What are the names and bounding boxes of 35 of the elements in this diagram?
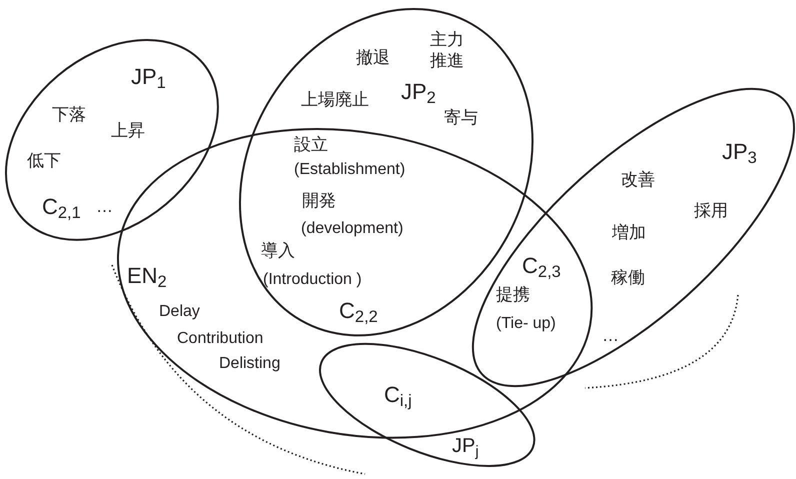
term-text: (Introduction ) — [263, 270, 362, 290]
term-text: C$_{2,2}$ — [339, 297, 378, 324]
term-text: (Establishment) — [294, 160, 406, 180]
set-ellipse — [318, 343, 536, 467]
term-text: 採用 — [694, 200, 728, 222]
term-text: Delay — [158, 302, 200, 322]
term-text: 低下 — [26, 150, 61, 172]
set-ellipse — [5, 39, 219, 241]
term-text: JP$_{j}$ — [452, 434, 479, 459]
term-text: C$_{2,3}$ — [522, 252, 561, 280]
term-text: 寄与 — [444, 106, 478, 128]
term-text: 導入 — [261, 240, 295, 262]
term-text: (Tie- up) — [496, 314, 556, 334]
term-text: 上昇 — [110, 120, 145, 142]
term-text: 設立 — [294, 134, 328, 156]
term-text: 開発 — [302, 190, 336, 212]
term-text: 下落 — [52, 104, 86, 126]
term-text: 増加 — [612, 222, 646, 244]
term-text: C$_{2,1}$ — [42, 192, 81, 220]
term-text: (development) — [301, 219, 404, 239]
term-text: 改善 — [620, 168, 655, 190]
term-text: JP$_{1}$ — [130, 62, 166, 90]
term-text: … — [96, 196, 113, 218]
term-text: … — [602, 324, 619, 346]
term-text: EN$_{2}$ — [126, 262, 167, 290]
term-text: Contribution — [176, 328, 264, 349]
term-text: 上場廃止 — [300, 88, 369, 110]
term-text: 稼働 — [610, 266, 645, 288]
term-text: 撤退 — [356, 46, 390, 68]
term-text: JP$_{2}$ — [400, 78, 436, 106]
term-text: Delisting — [218, 354, 280, 374]
term-text: 提携 — [496, 284, 530, 306]
term-text: JP$_{3}$ — [722, 138, 757, 166]
term-text: 主力推進 — [430, 28, 465, 72]
term-text: C$_{i,j}$ — [384, 381, 412, 408]
